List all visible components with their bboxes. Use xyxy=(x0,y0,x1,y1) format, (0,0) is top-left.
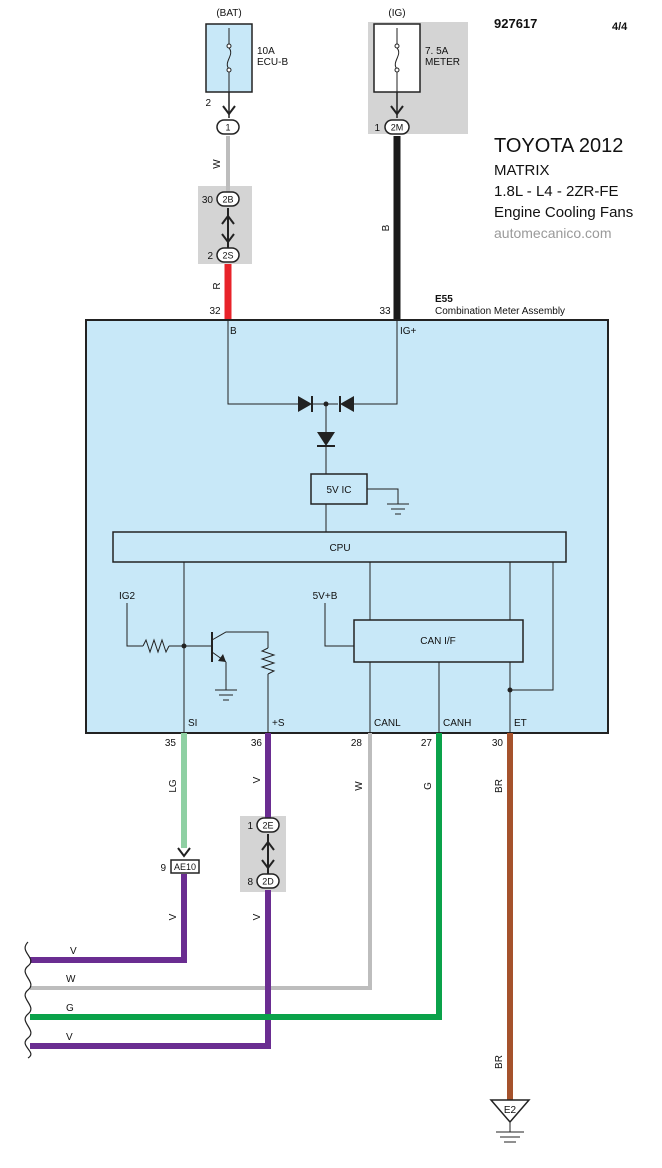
pin-35-number: 35 xyxy=(165,738,177,749)
left-label-w: W xyxy=(66,974,76,985)
cpu-box xyxy=(112,531,567,563)
ig-fuse-rating: 7. 5A xyxy=(425,46,449,57)
wire-label-r-top: R xyxy=(212,282,223,289)
internal-diode-network xyxy=(227,320,398,474)
connector-ae10-pin: 9 xyxy=(160,863,166,874)
pin-27-number: 27 xyxy=(421,738,433,749)
pin-32-number: 32 xyxy=(209,306,221,317)
ground-e2-label: E2 xyxy=(504,1105,517,1116)
connector-1: 1 xyxy=(216,119,240,135)
pin-b-label: B xyxy=(230,326,237,337)
pin-36-number: 36 xyxy=(251,738,263,749)
left-label-v1: V xyxy=(70,946,77,957)
continuation-break-line xyxy=(24,941,32,1059)
can-if-box xyxy=(353,619,524,663)
wire-label-w-canl: W xyxy=(354,781,365,791)
ground-e2-icon xyxy=(489,1099,531,1143)
ig-fuse-name: METER xyxy=(425,57,460,68)
wire-violet-1 xyxy=(30,874,187,963)
pin-30-number: 30 xyxy=(492,738,504,749)
wire-5vb-to-can xyxy=(324,603,354,647)
svg-text:2D: 2D xyxy=(262,877,274,887)
connector-2m-pin: 1 xyxy=(374,123,380,134)
wire-label-w-top: W xyxy=(212,159,223,169)
connector-2d-pin: 8 xyxy=(247,877,253,888)
wire-label-b-top: B xyxy=(381,224,392,231)
connector-2e-pin: 1 xyxy=(247,821,253,832)
bat-fuse-symbol xyxy=(226,28,232,92)
pin-si-label: SI xyxy=(188,718,197,729)
arrow-ae10 xyxy=(177,847,191,858)
arrow-c1 xyxy=(222,105,236,116)
svg-text:AE10: AE10 xyxy=(174,862,196,872)
pin-28-number: 28 xyxy=(351,738,363,749)
5vb-label: 5V+B xyxy=(313,591,338,602)
connector-2b: 2B xyxy=(216,191,240,207)
connector-ae10: AE10 xyxy=(170,859,200,874)
connector-2m: 2M xyxy=(384,119,410,135)
component-id: E55 xyxy=(435,294,453,305)
left-label-v2: V xyxy=(66,1032,73,1043)
pin-s-label: +S xyxy=(272,718,285,729)
can-et-wiring xyxy=(369,562,554,733)
title-engine: 1.8L - L4 - 2ZR-FE xyxy=(494,183,618,200)
wire-white-canl xyxy=(30,733,372,990)
wire-violet-2-bottom xyxy=(30,890,271,1049)
svg-text:2S: 2S xyxy=(222,251,233,261)
ic-5v-label: 5V IC xyxy=(326,485,351,496)
component-name: Combination Meter Assembly xyxy=(435,306,565,317)
wire-label-v-ae10: V xyxy=(168,913,179,920)
wire-label-lg: LG xyxy=(168,779,179,793)
arrow-2d xyxy=(261,859,275,870)
arrow-2s xyxy=(221,233,235,244)
connector-2b-pin: 30 xyxy=(202,195,214,206)
connector-2d: 2D xyxy=(256,873,280,889)
arrow-2e xyxy=(261,840,275,851)
pin-canh-label: CANH xyxy=(443,718,471,729)
pin-ig-label: IG+ xyxy=(400,326,417,337)
bat-source-label: (BAT) xyxy=(216,8,241,19)
wire-label-g-canh: G xyxy=(423,782,434,790)
title-model: MATRIX xyxy=(494,162,550,179)
svg-text:2B: 2B xyxy=(222,195,233,205)
left-label-g: G xyxy=(66,1003,74,1014)
svg-text:2M: 2M xyxy=(391,123,404,133)
page-number: 4/4 xyxy=(612,21,628,33)
ig2-label: IG2 xyxy=(119,591,136,602)
can-if-label: CAN I/F xyxy=(420,636,456,647)
pin-33-number: 33 xyxy=(379,306,391,317)
wire-label-br-top: BR xyxy=(494,779,505,793)
connector-2s-pin: 2 xyxy=(207,251,213,262)
arrow-2b xyxy=(221,214,235,225)
title-make-year: TOYOTA 2012 xyxy=(494,135,623,157)
si-transistor-circuit xyxy=(126,562,276,733)
ig-source-label: (IG) xyxy=(388,8,405,19)
combination-meter-box xyxy=(85,319,609,734)
connector-1-pin: 2 xyxy=(205,98,211,109)
ig-fuse-symbol xyxy=(394,28,400,92)
svg-text:2E: 2E xyxy=(262,821,273,831)
wire-label-v-36: V xyxy=(252,776,263,783)
pin-canl-label: CANL xyxy=(374,718,401,729)
title-system: Engine Cooling Fans xyxy=(494,204,633,221)
wire-label-br-bottom: BR xyxy=(494,1055,505,1069)
wire-green xyxy=(30,733,442,1020)
doc-number: 927617 xyxy=(494,16,537,31)
website-label: automecanico.com xyxy=(494,225,612,241)
ic-5v-box xyxy=(310,473,368,505)
connector-2s: 2S xyxy=(216,247,240,263)
pin-et-label: ET xyxy=(514,718,527,729)
svg-text:1: 1 xyxy=(225,123,230,133)
bat-fuse-rating: 10A xyxy=(257,46,275,57)
connector-2e: 2E xyxy=(256,817,280,833)
arrow-2m xyxy=(390,105,404,116)
wire-label-v-2d: V xyxy=(252,913,263,920)
bat-fuse-name: ECU-B xyxy=(257,57,288,68)
cpu-label: CPU xyxy=(329,543,350,554)
ic-ground-icon xyxy=(367,488,409,515)
